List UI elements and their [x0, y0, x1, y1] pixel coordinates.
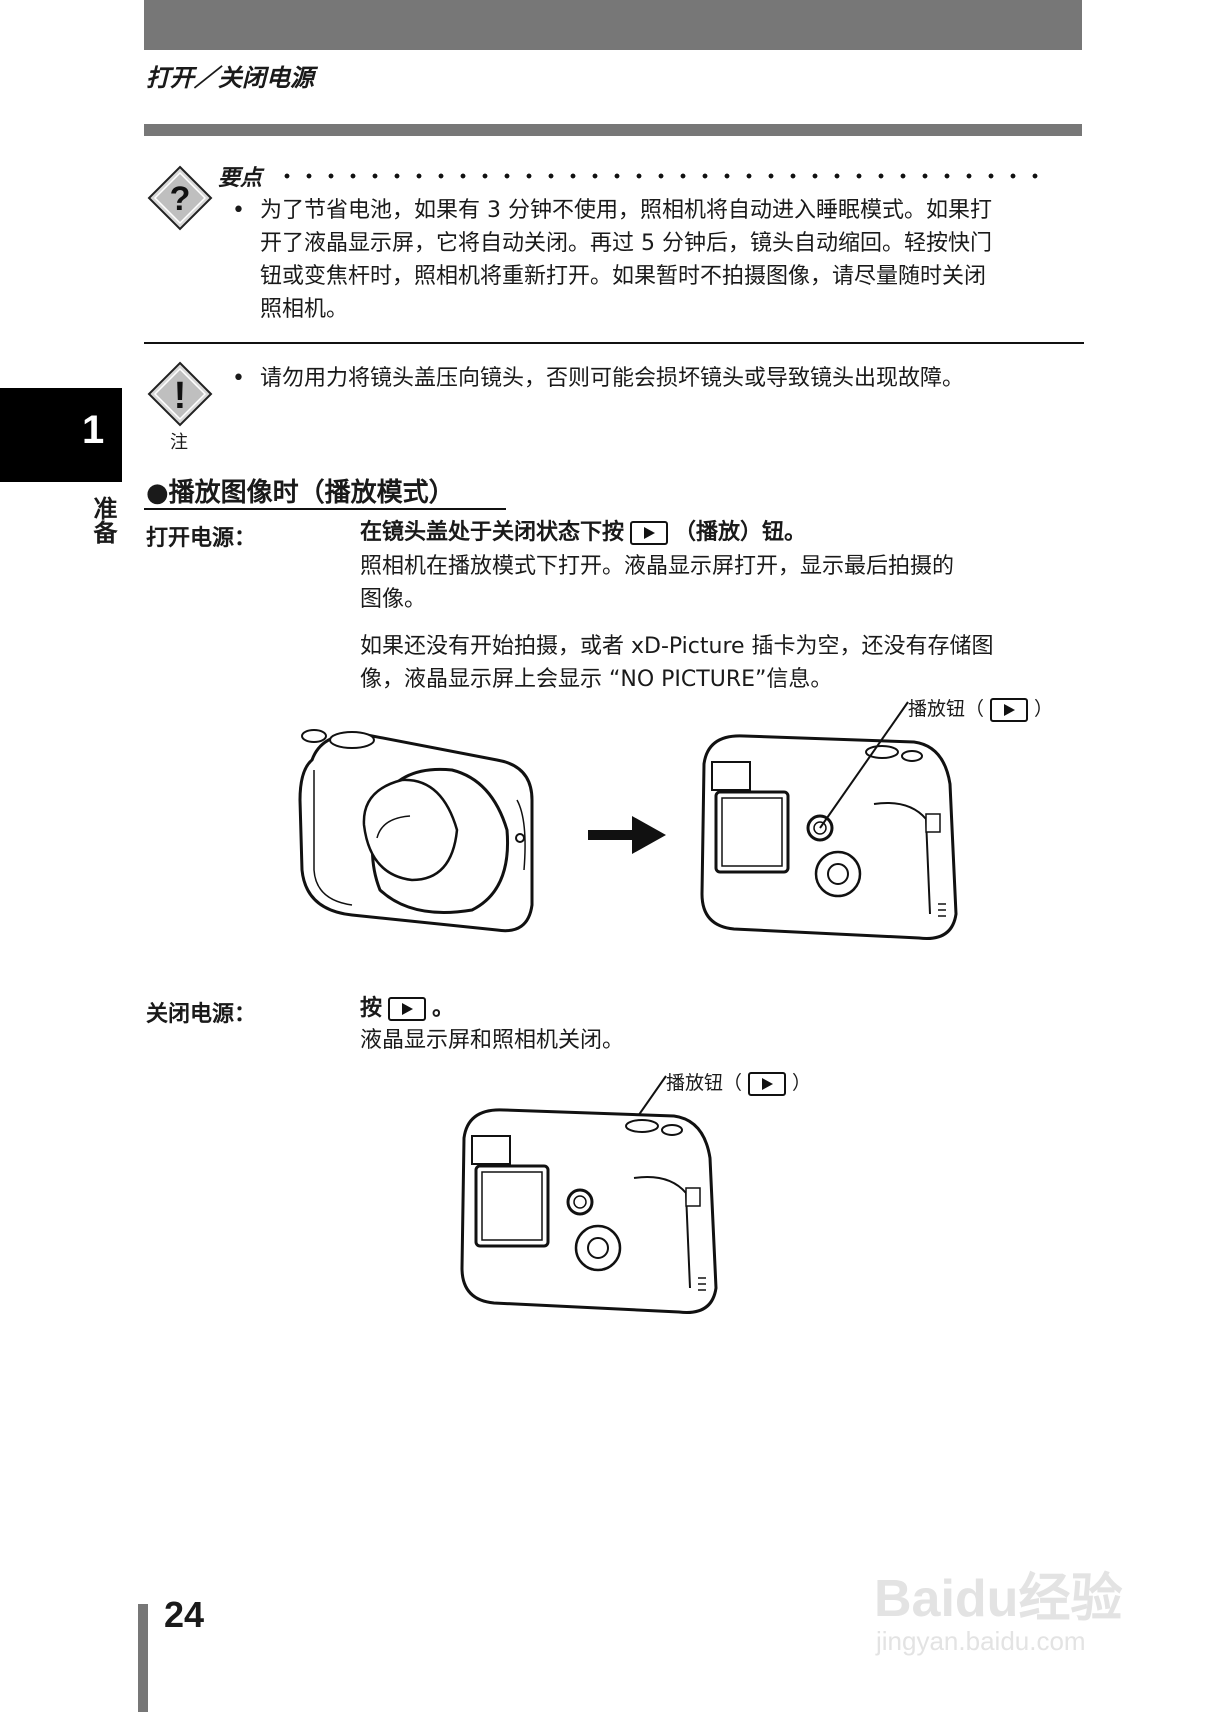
callout-leader-line — [819, 701, 909, 829]
chapter-tab — [0, 388, 122, 482]
power-off-instruction-b: 。 — [432, 996, 455, 1021]
power-on-desc2-line: 像，液晶显示屏上会显示 “NO PICTURE”信息。 — [360, 667, 833, 692]
power-on-instruction-a: 在镜头盖处于关闭状态下按 — [360, 520, 625, 545]
playback-button-icon — [748, 1071, 787, 1096]
tip-line: 开了液晶显示屏，它将自动关闭。再过 5 分钟后，镜头自动缩回。轻按快门 — [260, 231, 992, 256]
playback-heading: ●播放图像时（播放模式） — [146, 478, 455, 508]
callout-close: ） — [1034, 698, 1054, 720]
power-off-label: 关闭电源： — [146, 1002, 257, 1027]
power-on-desc2-line: 如果还没有开始拍摄，或者 xD-Picture 插卡为空，还没有存储图 — [360, 634, 994, 659]
power-on-desc2: 如果还没有开始拍摄，或者 xD-Picture 插卡为空，还没有存储图 像，液晶… — [360, 630, 1090, 696]
power-on-desc-line: 照相机在播放模式下打开。液晶显示屏打开，显示最后拍摄的 — [360, 554, 955, 579]
tip-bullet: • — [232, 198, 245, 223]
camera-front-illustration — [298, 729, 534, 933]
tip-label: 要点 — [218, 166, 263, 191]
note-text: • 请勿用力将镜头盖压向镜头，否则可能会损坏镜头或导致镜头出现故障。 — [232, 362, 1084, 395]
watermark-url: jingyan.baidu.com — [876, 1626, 1086, 1656]
camera-back-illustration — [700, 734, 958, 940]
callout-label: 播放钮（ — [908, 698, 985, 720]
header-divider — [144, 124, 1082, 136]
camera-back-illustration — [460, 1108, 718, 1314]
svg-text:?: ? — [170, 180, 191, 218]
playback-button-callout: 播放钮（ ） — [908, 694, 1053, 722]
note-bullet: • — [232, 366, 245, 391]
playback-button-icon — [388, 997, 427, 1021]
callout-close: ） — [792, 1072, 812, 1094]
header-bar — [144, 0, 1082, 50]
chapter-number: 1 — [82, 408, 105, 452]
heading-underline — [144, 508, 506, 510]
power-on-desc: 照相机在播放模式下打开。液晶显示屏打开，显示最后拍摄的 图像。 — [360, 550, 1090, 616]
tip-line: 照相机。 — [260, 297, 349, 322]
tip-text: • 为了节省电池，如果有 3 分钟不使用，照相机将自动进入睡眠模式。如果打 开了… — [232, 194, 1084, 326]
power-on-instruction-b: （播放）钮。 — [674, 520, 807, 545]
playback-button-icon — [630, 521, 669, 545]
power-off-instruction: 按。 — [360, 992, 454, 1025]
footer-bar — [138, 1604, 148, 1712]
power-on-label: 打开电源： — [146, 526, 257, 551]
note-label: 注 — [170, 432, 188, 453]
page-number: 24 — [164, 1594, 205, 1635]
tip-line: 为了节省电池，如果有 3 分钟不使用，照相机将自动进入睡眠模式。如果打 — [260, 198, 992, 223]
svg-text:!: ! — [174, 375, 187, 417]
tip-line: 钮或变焦杆时，照相机将重新打开。如果暂时不拍摄图像，请尽量随时关闭 — [260, 264, 987, 289]
tip-dotted-rule — [276, 172, 1050, 180]
divider — [144, 342, 1084, 344]
note-line: 请勿用力将镜头盖压向镜头，否则可能会损坏镜头或导致镜头出现故障。 — [260, 366, 965, 391]
callout-label: 播放钮（ — [666, 1072, 743, 1094]
power-on-instruction: 在镜头盖处于关闭状态下按 （播放）钮。 — [360, 516, 806, 549]
playback-button-icon — [990, 697, 1029, 722]
tip-icon: ? — [147, 165, 213, 231]
caution-icon: ! — [147, 361, 213, 427]
power-on-desc-line: 图像。 — [360, 587, 427, 612]
arrow-right-icon — [588, 816, 666, 854]
power-off-instruction-a: 按 — [360, 996, 383, 1021]
power-off-desc: 液晶显示屏和照相机关闭。 — [360, 1028, 625, 1053]
page-title: 打开／关闭电源 — [146, 64, 314, 92]
chapter-label: 准备 — [89, 496, 117, 544]
playback-button-callout: 播放钮（ ） — [666, 1068, 811, 1096]
watermark-logo: Baidu经验 — [874, 1570, 1123, 1628]
